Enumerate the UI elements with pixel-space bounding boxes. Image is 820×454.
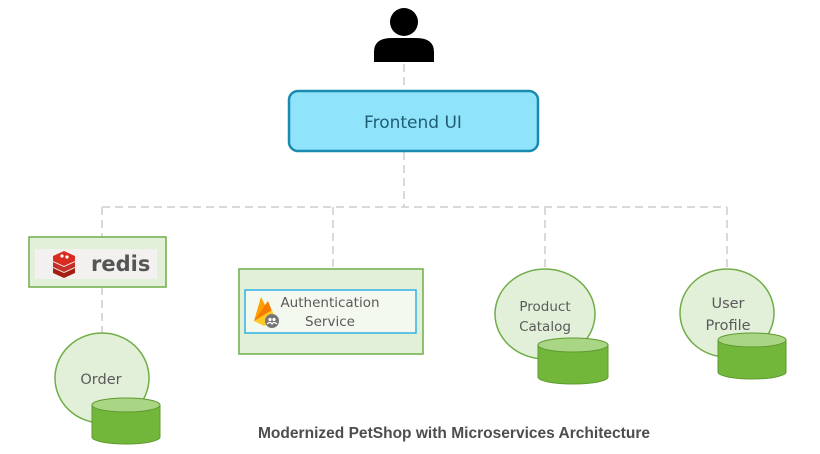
product-catalog-node[interactable]: Product Catalog [494, 268, 609, 385]
frontend-ui-node[interactable]: Frontend UI [287, 89, 540, 153]
user-profile-node[interactable]: User Profile [679, 268, 787, 380]
diagram-title: Modernized PetShop with Microservices Ar… [258, 425, 650, 442]
product-catalog-database-icon [537, 337, 609, 385]
user-profile-label-line1: User [711, 296, 744, 312]
firebase-auth-icon [254, 297, 279, 328]
product-catalog-label-line1: Product [519, 299, 570, 315]
user-profile-label-line2: Profile [705, 318, 750, 334]
product-catalog-label-line2: Catalog [519, 319, 571, 335]
order-node[interactable]: Order [54, 332, 161, 445]
order-database-icon [91, 397, 161, 445]
frontend-ui-box [287, 89, 540, 153]
person-icon [374, 8, 434, 62]
connectors [101, 64, 728, 334]
order-label: Order [80, 372, 121, 388]
user-profile-database-icon [717, 332, 787, 380]
redis-node[interactable]: redis [28, 236, 167, 288]
auth-service-node[interactable]: Authentication Service [238, 268, 424, 355]
redis-label: redis [91, 252, 150, 276]
auth-label-line1: Authentication [280, 295, 379, 311]
redis-logo-icon [53, 251, 75, 278]
frontend-ui-label: Frontend UI [364, 113, 462, 133]
auth-label-line2: Service [305, 314, 355, 330]
